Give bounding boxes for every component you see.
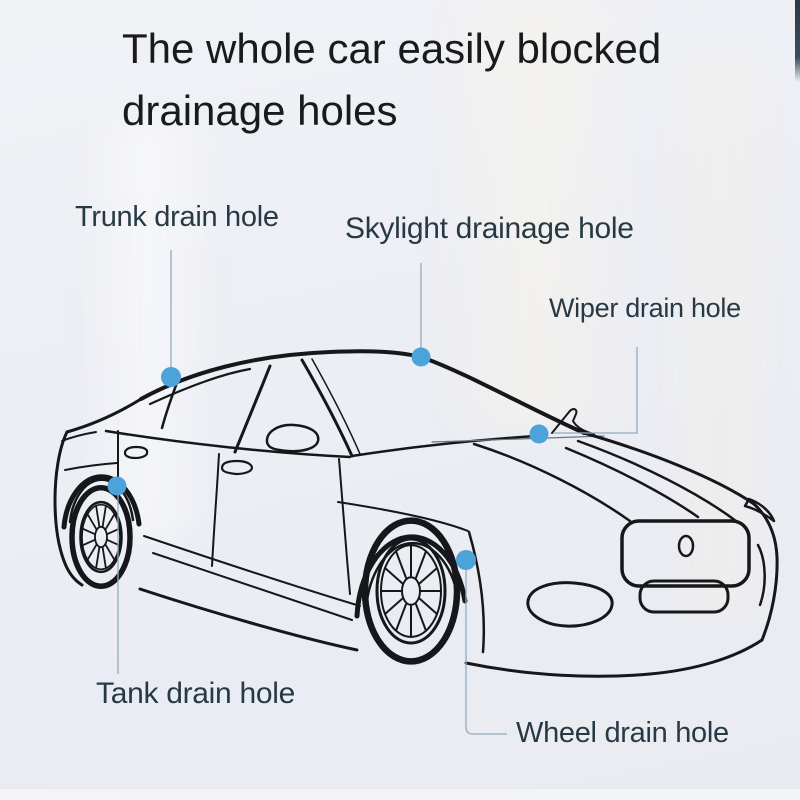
page-title: The whole car easily blocked drainage ho…: [122, 18, 782, 142]
wheel-hole-marker: [456, 550, 476, 570]
trunk-hole-marker: [161, 367, 181, 387]
car-illustration: [53, 349, 779, 678]
wiper-hole-marker: [529, 424, 549, 444]
label-trunk-drain-hole: Trunk drain hole: [75, 201, 279, 233]
rear-hub: [95, 527, 107, 547]
bottom-edge-band: [0, 788, 800, 800]
fog-light-intake: [526, 581, 614, 628]
wheel-leader-line: [465, 567, 507, 735]
front-spokes: [381, 545, 441, 637]
headlight: [743, 497, 776, 523]
skylight-hole-marker: [411, 347, 431, 367]
door-handle-front: [220, 459, 254, 476]
car-body-outline: [53, 349, 586, 652]
wiper-blade: [551, 408, 595, 435]
front-hub: [402, 577, 420, 605]
front-wheel: [354, 521, 468, 662]
front-rim: [377, 539, 445, 643]
label-skylight-drain-hole: Skylight drainage hole: [345, 212, 634, 245]
rear-wheel: [61, 474, 142, 587]
door-handle-rear: [123, 445, 149, 460]
label-wiper-drain-hole: Wiper drain hole: [549, 293, 741, 323]
right-edge-artifact: [795, 0, 800, 82]
label-wheel-drain-hole: Wheel drain hole: [516, 717, 729, 749]
title-line-1: The whole car easily blocked: [122, 25, 662, 72]
rear-wheel-arch: [61, 474, 142, 530]
front-tire: [365, 521, 457, 662]
lower-intake: [638, 579, 730, 614]
rear-spokes: [83, 506, 120, 568]
rear-tire: [72, 488, 130, 587]
car-door-lines: [117, 430, 469, 621]
grille: [620, 519, 751, 588]
hood-lines: [350, 408, 756, 523]
leader-lines: [117, 250, 638, 735]
front-end: [464, 497, 779, 678]
grille-badge: [677, 534, 695, 558]
wiper-leader-line: [553, 347, 638, 434]
title-line-2: drainage holes: [122, 87, 398, 134]
rear-rim: [81, 502, 122, 572]
tank-hole-marker: [107, 476, 127, 496]
side-mirror: [265, 423, 320, 453]
hole-markers: [107, 347, 549, 570]
car-windows: [104, 358, 361, 459]
label-tank-drain-hole: Tank drain hole: [96, 677, 295, 710]
